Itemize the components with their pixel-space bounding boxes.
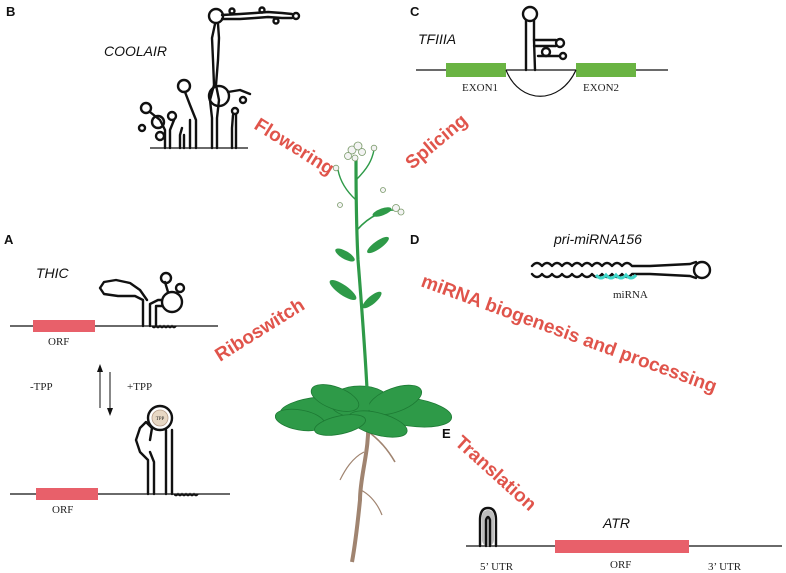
riboswitch-process-label: Riboswitch	[212, 295, 309, 367]
pri-mirna156-label: pri-miRNA156	[553, 231, 642, 247]
flowering-process-label: Flowering	[250, 114, 337, 179]
panel-b: B COOLAIR	[6, 4, 301, 150]
coolair-label: COOLAIR	[104, 43, 167, 59]
arabidopsis-plant-illustration	[274, 141, 453, 563]
panel-c-letter: C	[410, 4, 420, 19]
rosette-leaves	[274, 384, 453, 438]
exon2-label: EXON2	[583, 82, 619, 94]
panel-a: A THIC ORF -TPP +TPP ORF	[4, 232, 230, 516]
panel-c: C TFIIIA EXON1 EXON2	[410, 4, 668, 97]
panel-b-letter: B	[6, 4, 15, 19]
mirna-label: miRNA	[613, 289, 648, 301]
orf-top-label: ORF	[48, 336, 69, 348]
tpp-ligand	[151, 409, 169, 427]
orf-box-bottom	[36, 488, 98, 500]
minus-tpp-label: -TPP	[30, 381, 53, 393]
orf-box-top	[33, 320, 95, 332]
panel-d: D pri-miRNA156 miRNA	[410, 231, 712, 301]
cauline-leaves	[329, 207, 392, 309]
plant-stem	[354, 159, 370, 411]
mirna-highlight	[594, 272, 638, 280]
splice-arc	[505, 69, 577, 97]
utr3-label: 3’ UTR	[708, 561, 742, 573]
splicing-process-label: Splicing	[402, 110, 472, 174]
flower-clusters	[332, 141, 405, 216]
atr-label: ATR	[602, 515, 630, 531]
exon2-box	[576, 63, 636, 77]
thic-riboswitch-top-structure	[98, 271, 186, 329]
plant-root	[350, 417, 371, 563]
utr5-label: 5’ UTR	[480, 561, 514, 573]
panel-e-letter: E	[442, 426, 451, 441]
panel-e: E ATR 5’ UTR ORF 3’ UTR	[442, 426, 782, 573]
thic-label: THIC	[36, 265, 70, 281]
exon1-label: EXON1	[462, 82, 498, 94]
atr-5utr-hairpin	[478, 506, 498, 548]
atr-orf-box	[555, 540, 689, 553]
thic-riboswitch-bottom-structure	[134, 404, 199, 497]
panel-a-letter: A	[4, 232, 14, 247]
equilibrium-arrows	[97, 364, 113, 416]
mirna-process-label: miRNA biogenesis and processing	[418, 271, 719, 398]
plus-tpp-label: +TPP	[127, 381, 152, 393]
pri-mirna156-hairpin	[530, 260, 712, 280]
exon1-box	[446, 63, 506, 77]
tfiiia-label: TFIIIA	[418, 31, 456, 47]
coolair-rna-structure	[137, 6, 301, 150]
tpp-ligand-label: TPP	[156, 417, 165, 422]
translation-process-label: Translation	[451, 432, 540, 515]
panel-d-letter: D	[410, 232, 419, 247]
orf-bottom-label: ORF	[52, 504, 73, 516]
atr-orf-label: ORF	[610, 559, 631, 571]
tfiiia-rna-hairpin	[521, 5, 568, 72]
